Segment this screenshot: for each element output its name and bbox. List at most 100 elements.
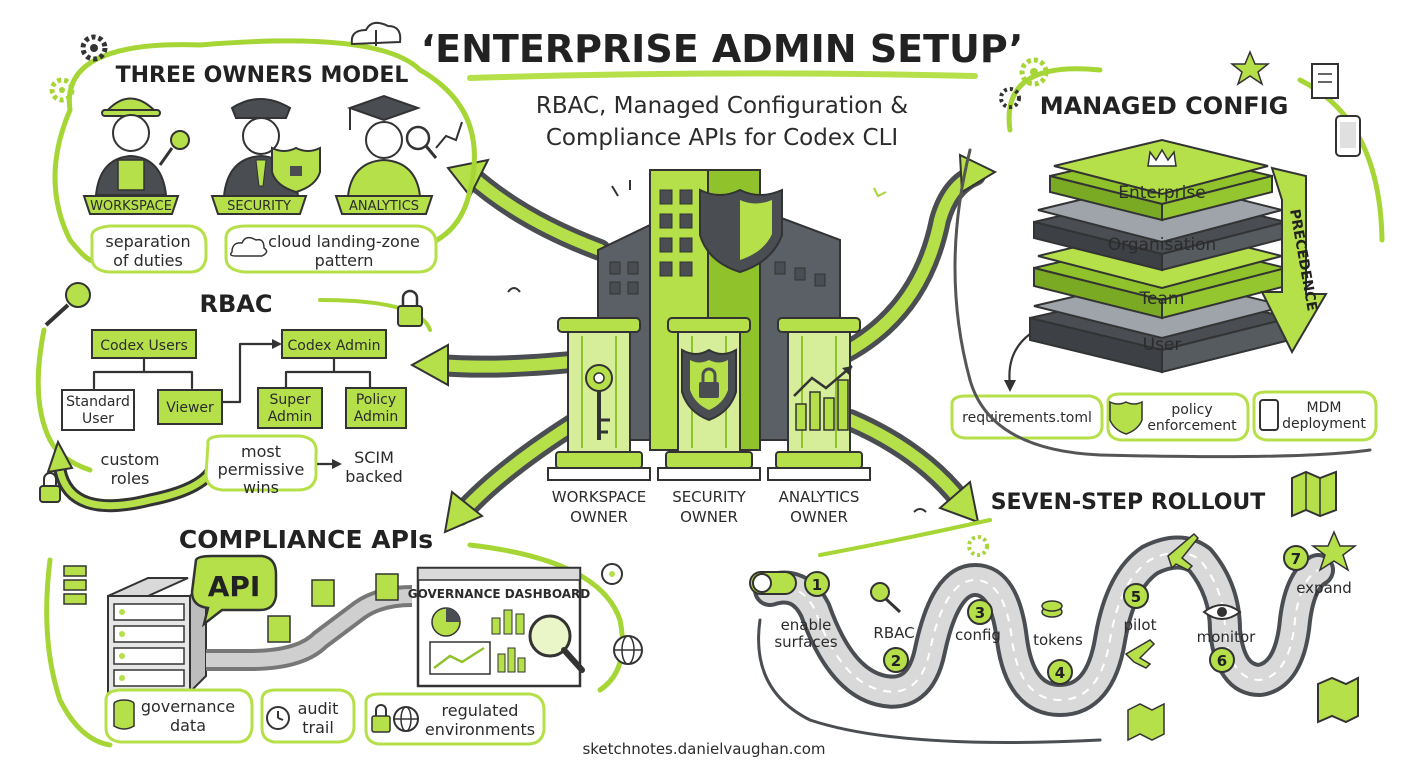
- gear-icon: [49, 77, 75, 103]
- map-pin-icon: [1127, 702, 1165, 742]
- role-label: Codex Users: [100, 338, 188, 354]
- document-icon: [1311, 63, 1339, 99]
- subtitle-line1: RBAC, Managed Configuration &: [536, 93, 908, 119]
- gear-icon: [80, 34, 108, 62]
- subtitle-line2: Compliance APIs for Codex CLI: [546, 125, 898, 151]
- tag-box: [1106, 392, 1250, 442]
- database-icon: [113, 699, 135, 730]
- shield-icon: [1109, 400, 1143, 435]
- globe-icon: [393, 706, 419, 732]
- role-label: Super: [269, 392, 310, 408]
- dashboard-title: GOVERNANCE DASHBOARD: [408, 587, 590, 601]
- map-icon: [1291, 470, 1337, 518]
- trend-icon: [435, 121, 463, 149]
- role-super-admin: [257, 387, 323, 429]
- analytics-owner-figure: ANALYTICS: [334, 94, 463, 215]
- magnifier-icon: [405, 125, 431, 151]
- owner-badge: [334, 195, 434, 215]
- pillar-label-line1: SECURITY: [672, 488, 746, 506]
- magnifier-icon: [528, 614, 572, 658]
- security-owner-figure: SECURITY: [210, 98, 321, 215]
- role-label: Policy: [356, 392, 396, 408]
- database-stack-icon: [63, 565, 87, 605]
- cloud-icon: [229, 236, 268, 257]
- padlock-icon: [371, 704, 391, 733]
- mobile-device-icon: [1259, 399, 1279, 431]
- network-icon: [601, 563, 623, 585]
- role-label: Standard: [66, 394, 130, 410]
- viewer-to-admin-connector: [220, 342, 280, 404]
- note-box: [90, 224, 208, 274]
- rollout-section: SEVEN-STEP ROLLOUT 1 enable surfaces: [749, 470, 1359, 744]
- tag-governance-line1: governance: [141, 697, 235, 716]
- note-separation-line2: of duties: [113, 251, 183, 270]
- tag-audit-line1: audit: [298, 699, 339, 718]
- airplane-icon: [1124, 639, 1156, 669]
- api-label: API: [208, 570, 261, 603]
- tag-policy-line1: policy: [1171, 402, 1212, 418]
- padlock-icon: [39, 472, 61, 503]
- rollout-step-4: 4 tokens: [1033, 631, 1083, 685]
- role-label: Viewer: [166, 400, 214, 416]
- layer-label: Organisation: [1108, 235, 1217, 255]
- three-owners-section: THREE OWNERS MODEL WORKSPACE SECURITY: [49, 21, 477, 274]
- tag-box: [1252, 390, 1378, 442]
- key-icon: [870, 582, 902, 614]
- server-rack-icon: [107, 577, 207, 695]
- eye-icon: [1202, 604, 1242, 620]
- step-label-line1: expand: [1296, 579, 1352, 597]
- arrow-head-config: [958, 153, 998, 194]
- step-label-line1: enable: [781, 616, 832, 634]
- phone-icon: [1335, 115, 1361, 157]
- globe-search-icon: [613, 635, 643, 665]
- token-coins-icon: [1041, 600, 1063, 618]
- pillar-label-line2: OWNER: [790, 508, 848, 526]
- step-label-line1: config: [955, 626, 1001, 644]
- cloud-upload-icon: [350, 21, 402, 46]
- police-cap-icon: [230, 98, 292, 119]
- note-permissive-line2: permissive: [218, 460, 305, 479]
- tag-box: [260, 688, 356, 744]
- crown-icon: [1147, 148, 1177, 167]
- arrow-head-owners: [446, 158, 490, 198]
- note-landing-zone-line2: pattern: [315, 251, 374, 270]
- stopwatch-icon: [266, 706, 290, 730]
- rollout-step-1: 1 enable surfaces: [774, 571, 838, 651]
- rollout-step-6: 6 monitor: [1197, 628, 1256, 673]
- role-label: Admin: [268, 409, 313, 425]
- pillar-label-line1: ANALYTICS: [779, 488, 860, 506]
- title-block: ‘ENTERPRISE ADMIN SETUP’ RBAC, Managed C…: [421, 27, 1024, 151]
- pillar-security: SECURITY OWNER: [657, 317, 761, 526]
- layer-label: User: [1143, 335, 1182, 355]
- toggle-icon: [749, 571, 797, 595]
- rollout-step-3: 3 config: [955, 599, 1001, 644]
- data-pipe: [206, 573, 413, 671]
- gear-icon: [999, 87, 1021, 109]
- note-custom-roles-line2: roles: [111, 469, 150, 488]
- step-number: 1: [812, 576, 822, 594]
- tag-box: [104, 688, 254, 744]
- step-number: 7: [1291, 550, 1301, 568]
- arrow-head-compliance: [443, 490, 484, 534]
- tag-mdm-line1: MDM: [1307, 400, 1342, 416]
- workspace-owner-figure: WORKSPACE: [82, 97, 190, 215]
- note-separation-line1: separation: [105, 232, 190, 251]
- tag-mdm-line2: deployment: [1282, 416, 1366, 432]
- pillar-label-line2: OWNER: [570, 508, 628, 526]
- section-heading: RBAC: [200, 290, 273, 318]
- footer-credit: sketchnotes.danielvaughan.com: [582, 740, 825, 758]
- rollout-step-7: 7 expand: [1283, 545, 1352, 597]
- tag-audit-line2: trail: [302, 718, 334, 737]
- tag-box: [364, 692, 546, 746]
- note-box: [204, 434, 318, 492]
- decorative-sparkles: [507, 180, 927, 513]
- airplane-icon: [1167, 532, 1200, 571]
- step-number: 2: [891, 652, 901, 670]
- owner-badge: [210, 195, 308, 215]
- role-policy-admin: [345, 387, 407, 429]
- pillar-label-line2: OWNER: [680, 508, 738, 526]
- key-icon: [44, 282, 91, 327]
- layer-label: Team: [1139, 289, 1185, 309]
- managed-config-section: MANAGED CONFIG User: [950, 50, 1385, 459]
